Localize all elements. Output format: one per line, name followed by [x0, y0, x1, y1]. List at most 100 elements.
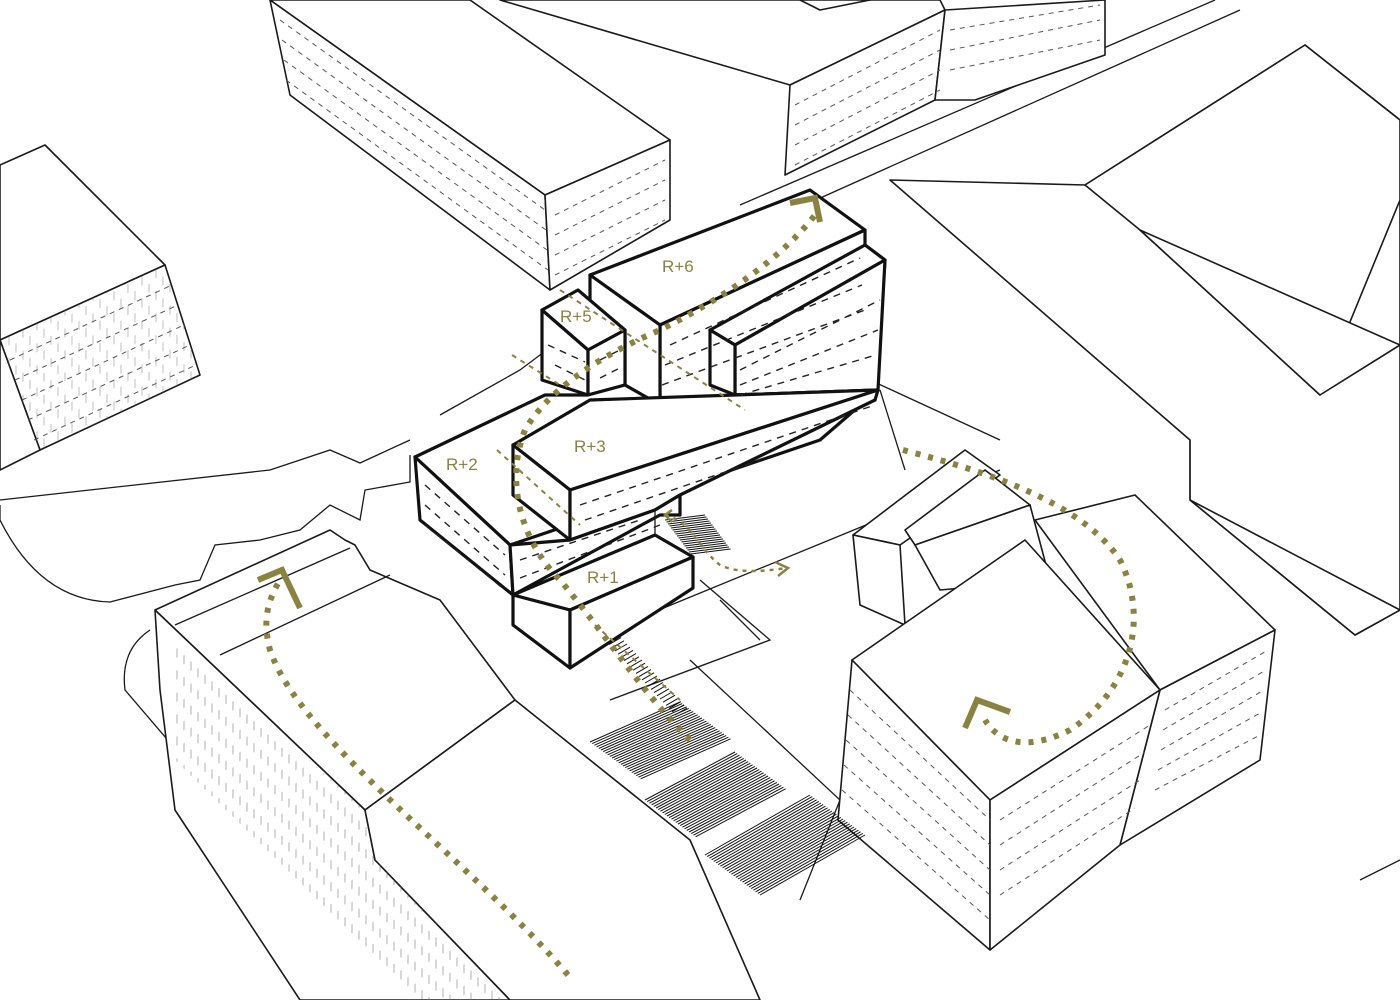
stair-hatch [589, 514, 866, 896]
stair-step [633, 733, 725, 775]
stair-step [589, 701, 681, 743]
stair-step [750, 828, 857, 890]
stair-step [681, 536, 722, 543]
label-r2: R+2 [446, 455, 478, 474]
building-left [0, 144, 201, 471]
stair-step [744, 823, 850, 885]
stair-step [690, 548, 731, 555]
stair-step [757, 832, 864, 894]
stair-step [735, 816, 842, 878]
stair-step [755, 831, 861, 893]
arrow-head-small [774, 560, 791, 577]
stair-step [704, 794, 811, 856]
stair-step [626, 656, 640, 665]
stair-step [686, 781, 778, 831]
stair-step [660, 762, 751, 812]
stair-step [685, 542, 727, 549]
stair-step [644, 751, 736, 801]
stair-step [684, 780, 775, 830]
stair-step [657, 761, 749, 811]
label-r3: R+3 [574, 437, 606, 456]
arrow-head-right [962, 696, 1012, 730]
main-massing [413, 188, 887, 670]
stair-step [673, 772, 764, 822]
stair-step [674, 707, 688, 716]
stair-step [706, 796, 813, 858]
stair-step [673, 526, 715, 533]
stair-step [605, 712, 696, 754]
stair-step [667, 518, 709, 525]
stair-step [632, 662, 646, 671]
stair-step [659, 691, 673, 700]
stair-step [629, 730, 720, 772]
stair-step [668, 701, 682, 710]
stair-step [722, 807, 828, 869]
stair-step [616, 720, 707, 762]
stair-step [602, 711, 694, 753]
arrow-head-left [256, 566, 303, 610]
stair-step [709, 797, 815, 859]
stair-step [720, 805, 826, 867]
stair-step [742, 821, 848, 883]
stair-step [669, 520, 710, 527]
stair-step [731, 813, 837, 875]
stair-step [668, 769, 760, 819]
stair-step [598, 707, 690, 749]
building-lower-right [837, 449, 1276, 951]
stair-step [635, 735, 727, 777]
stair-step [746, 824, 853, 886]
stair-step [607, 714, 698, 756]
stair-step [671, 704, 685, 713]
stair-step [665, 697, 679, 706]
flow-arrows [256, 194, 1137, 977]
section-line-3 [496, 449, 581, 526]
stair-step [713, 800, 820, 862]
building-top-right [499, 0, 1106, 176]
stair-step [748, 826, 855, 888]
stair-step [591, 703, 683, 745]
stair-step [644, 675, 658, 684]
stair-step [693, 786, 784, 836]
stair-step [638, 736, 729, 778]
stair-step [646, 753, 738, 803]
stair-step [688, 546, 730, 553]
building-top-center [269, 0, 671, 291]
label-r5: R+5 [560, 307, 592, 326]
mass-r2-front [508, 493, 682, 597]
stair-step [679, 777, 771, 827]
stair-step [687, 544, 728, 551]
stair-step [753, 829, 859, 891]
stair-step [662, 694, 676, 703]
stair-step [649, 754, 740, 804]
stair-step [726, 810, 833, 872]
stair-step [656, 688, 670, 697]
stair-step [622, 725, 714, 767]
stair-step [609, 715, 701, 757]
stair-step [676, 530, 718, 537]
building-right-block [889, 44, 1400, 636]
stair-step [594, 704, 685, 746]
level-labels: R+6 R+5 R+3 R+2 R+1 [446, 257, 694, 587]
stair-step [715, 802, 822, 864]
stair-step [678, 532, 719, 539]
flow-path-small [664, 513, 789, 573]
stair-step [675, 528, 716, 535]
stair-step [662, 764, 753, 814]
stair-step [675, 773, 767, 823]
stair-step [690, 785, 782, 835]
stair-step [711, 799, 817, 861]
label-r1: R+1 [587, 568, 619, 587]
stair-step [695, 788, 786, 838]
stair-step [653, 757, 745, 807]
stair-step [666, 767, 758, 817]
stair-step [670, 522, 712, 529]
stair-step [638, 669, 652, 678]
section-line-4 [594, 624, 681, 701]
arrow-head-small-2 [663, 508, 673, 523]
stair-step [724, 808, 831, 870]
stair-step [739, 820, 846, 882]
arrow-head-center [789, 194, 823, 223]
stair-step [627, 728, 718, 770]
